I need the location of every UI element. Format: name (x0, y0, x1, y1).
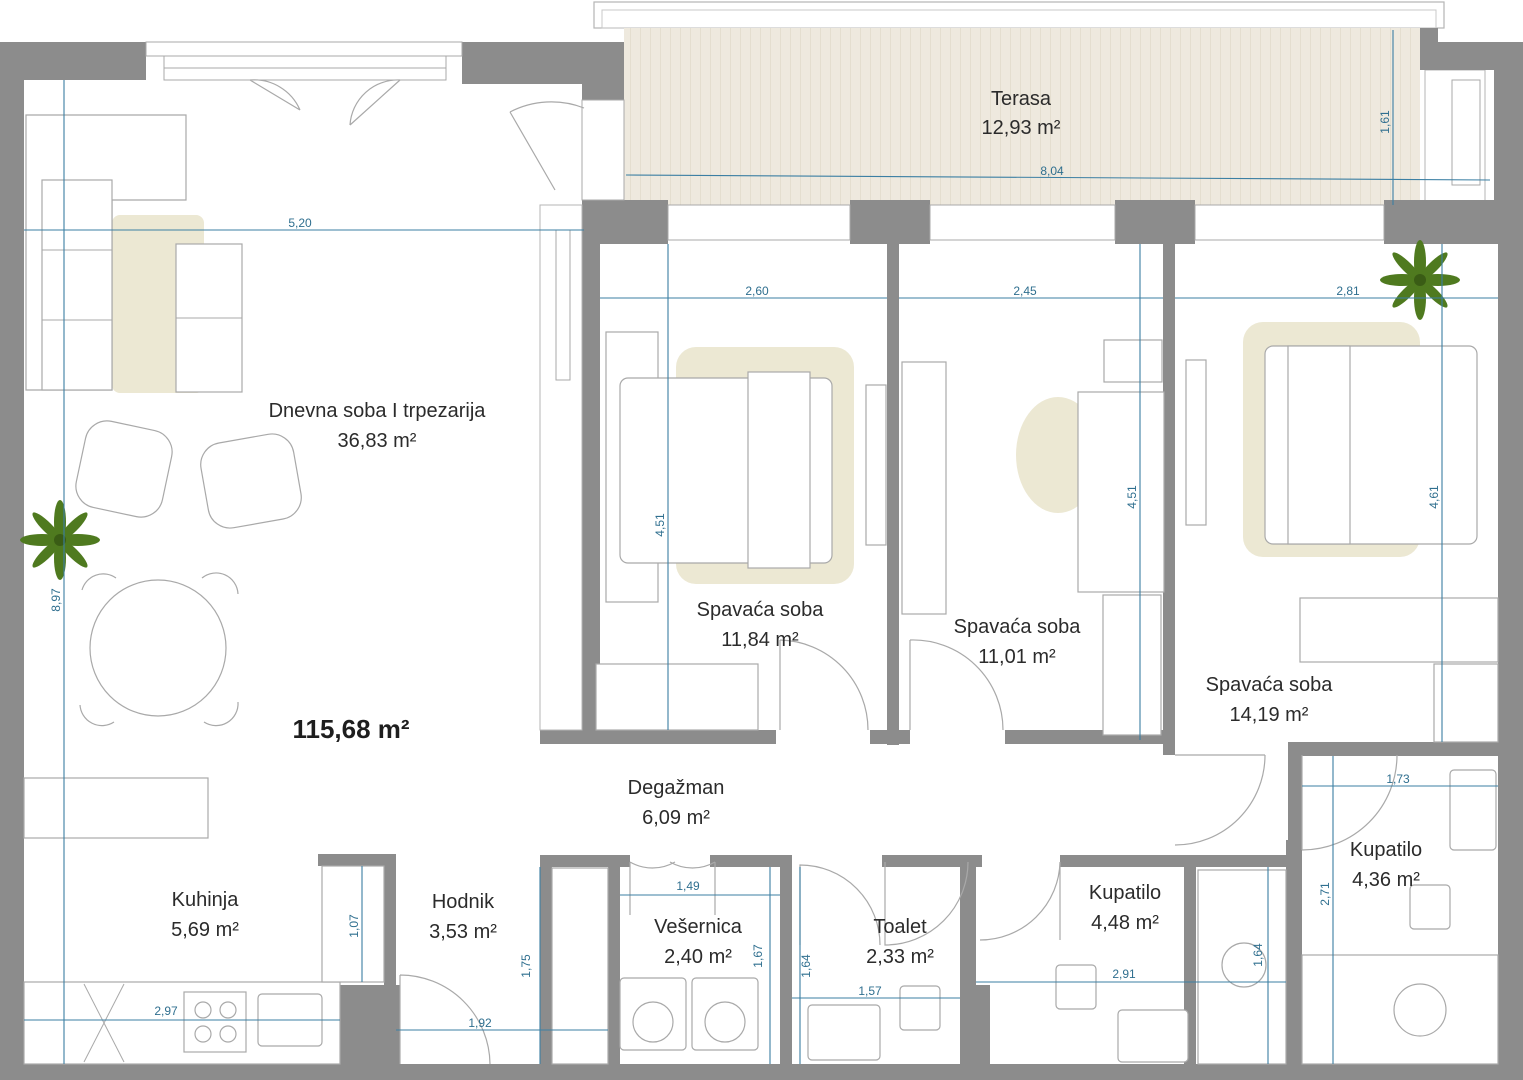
dim-kupatilo1-h: 1,64 (1251, 943, 1265, 967)
room-area-toalet: 2,33 m² (866, 946, 934, 968)
dim-spavaca1-h: 4,51 (653, 513, 667, 537)
room-name-terasa: Terasa (991, 88, 1052, 110)
dim-kupatilo2-h: 2,71 (1318, 882, 1332, 906)
room-name-kupatilo1: Kupatilo (1089, 882, 1161, 904)
dim-spavaca3-w: 2,81 (1336, 284, 1360, 298)
dim-spavaca2-w: 2,45 (1013, 284, 1037, 298)
windows (145, 41, 1385, 731)
room-area-hodnik: 3,53 m² (429, 921, 497, 943)
room-name-spavaca2: Spavaća soba (954, 616, 1082, 638)
room-name-hodnik: Hodnik (432, 891, 495, 913)
walls (0, 28, 1523, 1080)
dim-dnevna-h: 8,97 (49, 588, 63, 612)
dim-spavaca2-h: 4,51 (1125, 485, 1139, 509)
dimension-labels: 1,61 8,04 5,20 8,97 2,60 4,51 2,45 4,51 … (49, 110, 1441, 1030)
doors (249, 79, 1398, 1065)
room-name-toalet: Toalet (873, 916, 927, 938)
bedroom-furniture (595, 331, 1499, 743)
room-name-spavaca1: Spavaća soba (697, 599, 825, 621)
fixtures (551, 769, 1499, 1065)
dim-hodnik-h: 1,75 (519, 954, 533, 978)
dim-kuhinja-h: 1,07 (347, 914, 361, 938)
dim-spavaca3-h: 4,61 (1427, 485, 1441, 509)
dim-line-terasa-w (625, 174, 1491, 181)
room-area-degazman: 6,09 m² (642, 807, 710, 829)
room-labels: Terasa 12,93 m² Dnevna soba I trpezarija… (171, 88, 1422, 968)
plant-icon (20, 500, 100, 580)
dim-vesernica-h: 1,67 (751, 944, 765, 968)
dimension-lines (24, 30, 1498, 1064)
room-name-dnevna: Dnevna soba I trpezarija (269, 400, 487, 422)
room-name-kupatilo2: Kupatilo (1350, 839, 1422, 861)
room-area-spavaca3: 14,19 m² (1230, 704, 1309, 726)
room-area-kuhinja: 5,69 m² (171, 919, 239, 941)
plant-icon (1380, 240, 1460, 320)
room-area-terasa: 12,93 m² (982, 117, 1061, 139)
dim-kupatilo2-w: 1,73 (1386, 772, 1410, 786)
dim-spavaca1-w: 2,60 (745, 284, 769, 298)
dim-toalet-w: 1,57 (858, 984, 882, 998)
dim-hodnik-w: 1,92 (468, 1016, 492, 1030)
room-name-spavaca3: Spavaća soba (1206, 674, 1334, 696)
dim-terasa-w: 8,04 (1040, 164, 1064, 178)
room-name-degazman: Degažman (628, 777, 725, 799)
room-name-vesernica: Vešernica (654, 916, 743, 938)
room-area-kupatilo1: 4,48 m² (1091, 912, 1159, 934)
dim-terasa-h: 1,61 (1378, 110, 1392, 134)
living-furniture (23, 114, 385, 1065)
dim-toalet-h: 1,64 (799, 954, 813, 978)
room-name-kuhinja: Kuhinja (172, 889, 240, 911)
room-area-dnevna: 36,83 m² (338, 430, 417, 452)
dim-kupatilo1-w: 2,91 (1112, 967, 1136, 981)
total-area: 115,68 m² (292, 714, 409, 744)
dim-vesernica-w: 1,49 (676, 879, 700, 893)
room-area-kupatilo2: 4,36 m² (1352, 869, 1420, 891)
room-area-spavaca2: 11,01 m² (978, 646, 1056, 668)
terrace (593, 1, 1486, 211)
room-area-vesernica: 2,40 m² (664, 946, 732, 968)
room-area-spavaca1: 11,84 m² (721, 629, 799, 651)
dim-kuhinja-w: 2,97 (154, 1004, 178, 1018)
dim-dnevna-w: 5,20 (288, 216, 312, 230)
